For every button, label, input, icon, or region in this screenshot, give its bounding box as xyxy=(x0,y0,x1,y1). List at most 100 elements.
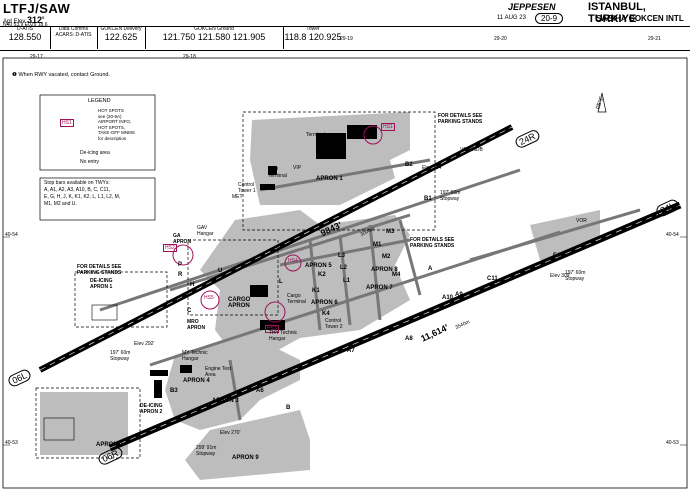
hs5-tag: HS5 xyxy=(204,295,214,301)
control-tower-1-label: Control Tower 1 xyxy=(238,182,256,194)
apt-elevation: Apt Elev 312' xyxy=(3,15,45,25)
city-name: ISTANBUL, TURKIYE xyxy=(588,1,646,25)
airport-name: SABIHA GOKCEN INTL xyxy=(596,14,684,23)
legend-deicing: De-icing area xyxy=(80,150,110,156)
hotspot-hs2 xyxy=(172,244,194,266)
deicing-apron-2-label: DE-ICING APRON 2 xyxy=(140,403,163,415)
buildings xyxy=(150,125,377,398)
taxiway-p: R xyxy=(178,272,183,278)
grid-ticks xyxy=(3,236,687,446)
taxiway-c: C xyxy=(187,308,192,314)
brand-logo: JEPPESEN xyxy=(508,2,556,12)
taxiway-a5: A7 xyxy=(347,348,355,354)
gav-terminal-label: GAV Terminal xyxy=(268,167,287,179)
apron-8-label: APRON 8 xyxy=(371,267,398,273)
ga-apron-label: GA APRON xyxy=(173,233,192,245)
hotspot-hs4 xyxy=(284,254,302,272)
apron-3-label: APRON 3 xyxy=(212,398,239,404)
taxiway-m1: M1 xyxy=(373,242,382,248)
airport-ident: LTFJ/SAW xyxy=(3,1,71,16)
apron-6-label: APRON 6 xyxy=(311,300,338,306)
apron-9-area xyxy=(185,410,310,480)
chart-page-number: 20-9 xyxy=(535,13,564,24)
map-frame xyxy=(2,57,688,489)
mro-apron-label: MRO APRON xyxy=(187,319,206,331)
hs2-tag: HS2 xyxy=(163,244,177,252)
terminal-label: Terminal xyxy=(306,132,325,138)
taxiway-l2: L2 xyxy=(340,265,348,271)
hatched-areas xyxy=(43,304,118,441)
lat-label-40-53-left: 40-53 xyxy=(5,440,18,446)
taxiway-u: U xyxy=(218,268,223,274)
hotspot-hs1 xyxy=(363,125,383,145)
hotspot-hs5 xyxy=(200,290,220,310)
taxiway-b: B xyxy=(286,405,291,411)
lon-label-29-17: 29-17 xyxy=(30,54,43,60)
hs1-tag: HS1 xyxy=(381,123,395,131)
cargo-apron-label: CARGO APRON xyxy=(228,297,251,309)
hs3-tag: HS3 xyxy=(265,325,279,333)
vip-label: VIP xyxy=(293,165,302,171)
taxiway-a: A xyxy=(428,266,433,272)
taxiway-a8: A10 xyxy=(442,295,454,301)
parking-detail-boxes xyxy=(35,111,436,459)
parking-note-1: FOR DETAILS SEE PARKING STANDS xyxy=(438,113,483,125)
hs4-tag: HS4 xyxy=(288,258,298,264)
stopway-24l: 197' 60m Stopway xyxy=(565,270,586,282)
lon-label-29-20: 29-20 xyxy=(494,36,507,42)
parking-note-2: FOR DETAILS SEE PARKING STANDS xyxy=(410,237,455,249)
lat-label-40-54-left: 40-54 xyxy=(5,232,18,238)
deicing-2-area xyxy=(40,392,128,455)
elev-24l: Elev 309' xyxy=(550,273,571,279)
frequency-box xyxy=(0,26,690,51)
thy-hangar-label: THY Technic Hangar xyxy=(269,330,298,342)
taxiway-a9: C11 xyxy=(487,276,498,282)
taxiway-m4: M4 xyxy=(392,272,401,278)
apron-2-label: APRON 2 xyxy=(96,442,123,448)
vor-ndb-label: VOR/NDB xyxy=(460,147,483,153)
legend-title: LEGEND xyxy=(88,98,111,104)
taxiway-k1: K1 xyxy=(312,288,320,294)
taxiway-h: H xyxy=(190,282,195,288)
lat-label-40-53-right: 40-53 xyxy=(666,440,679,446)
hot-spot-circles xyxy=(72,115,383,323)
parking-note-3: FOR DETAILS SEE PARKING STANDS xyxy=(77,264,122,276)
apron-5-label: APRON 5 xyxy=(305,263,332,269)
taxiway-m3: M3 xyxy=(386,229,395,235)
elev-24r: Elev 304' xyxy=(422,165,443,171)
cargo-terminal-label: Cargo Terminal xyxy=(287,293,306,305)
terminal-building xyxy=(316,133,346,159)
taxiway-k: L xyxy=(279,279,283,285)
taxiways xyxy=(99,158,641,421)
legend-hotspot-tag: HS1 xyxy=(60,119,74,127)
taxiway-m2: M2 xyxy=(382,254,391,260)
chart-date: 11 AUG 23 xyxy=(497,15,526,21)
ground-note: ❶ When RWY vacated, contact Ground. xyxy=(12,72,110,78)
gav-hangar-label: GAV Hangar xyxy=(197,225,214,237)
freq-acars: Data Comms ACARS: D-ATIS xyxy=(50,26,98,49)
apron-7-label: APRON 7 xyxy=(366,285,393,291)
hotspot-hs3 xyxy=(264,301,286,323)
taxiway-l1: L1 xyxy=(343,278,351,284)
taxiway-f4: B2 xyxy=(405,162,413,168)
taxiway-k2: K2 xyxy=(318,272,326,278)
legend-box xyxy=(39,94,156,171)
taxiway-k4: K4 xyxy=(322,311,330,317)
taxiway-a7: A9 xyxy=(455,292,463,298)
elev-06l: Elev 292' xyxy=(134,341,155,347)
stopbars-box xyxy=(39,177,156,221)
taxiway-l3: L3 xyxy=(338,253,346,259)
met-label: MET xyxy=(232,194,243,200)
taxiway-a10: F4 xyxy=(553,253,561,259)
central-apron-area xyxy=(200,210,410,360)
north-arrow-icon xyxy=(597,92,607,113)
apron-9-label: APRON 9 xyxy=(232,455,259,461)
taxiway-n: P xyxy=(178,262,183,268)
airport-coordinates: N40 53.9 E029 18.6 xyxy=(3,22,48,28)
apron-4-label: APRON 4 xyxy=(183,378,210,384)
